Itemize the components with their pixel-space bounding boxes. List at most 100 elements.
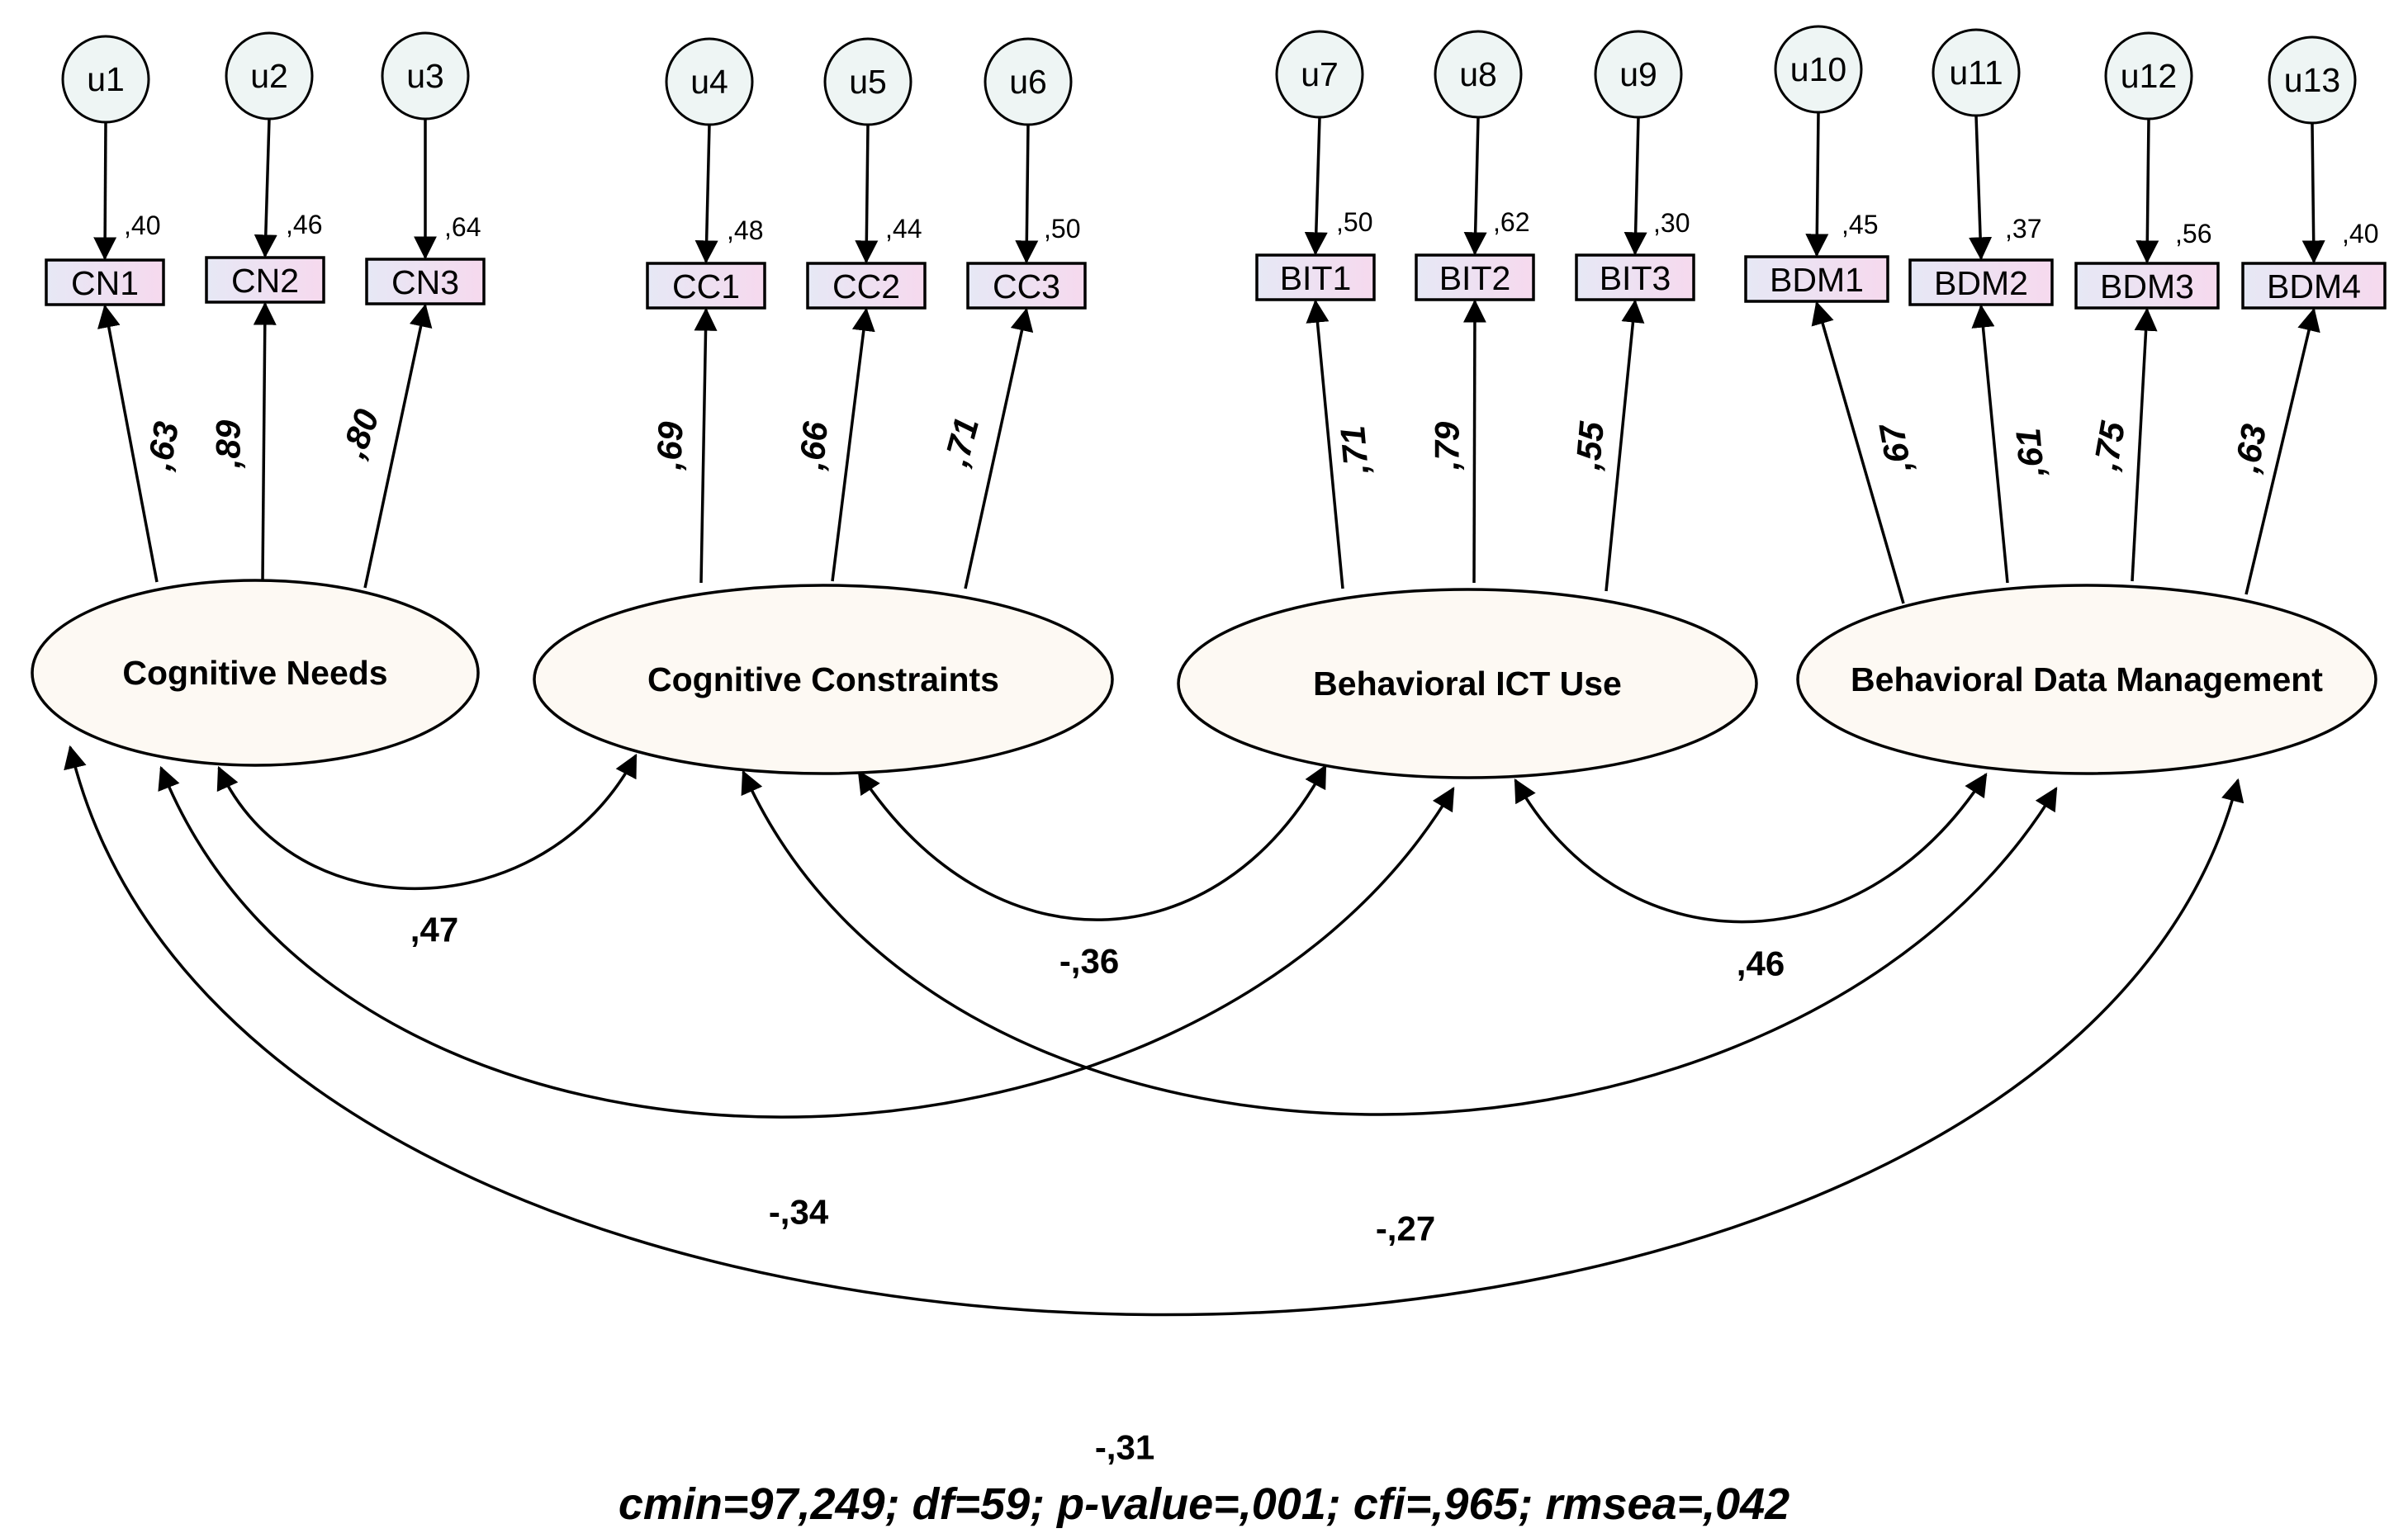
corr-arc-bit-bdm bbox=[1514, 773, 1988, 924]
indicator-box bbox=[1575, 253, 1695, 301]
loading-path bbox=[964, 307, 1034, 589]
indicator-box bbox=[1415, 253, 1535, 301]
corr-arc-cc-bit bbox=[857, 764, 1327, 921]
indicator-box bbox=[2074, 262, 2220, 310]
error-circle bbox=[984, 37, 1073, 126]
loading-path bbox=[1605, 299, 1645, 592]
error-label: u6 bbox=[1009, 63, 1047, 101]
error-label: u10 bbox=[1790, 50, 1846, 88]
r-squared-label: ,64 bbox=[444, 212, 481, 242]
error-circle bbox=[1275, 30, 1364, 119]
correlation-label: -,34 bbox=[769, 1193, 829, 1232]
indicator-box bbox=[646, 262, 766, 310]
error-arrow bbox=[93, 121, 117, 261]
latent-cognitive-constraints bbox=[533, 584, 1114, 775]
indicator-label: CN1 bbox=[71, 264, 139, 302]
loading-label: ,61 bbox=[2008, 427, 2051, 479]
loading-path bbox=[1306, 299, 1344, 589]
error-arrow bbox=[1969, 115, 1993, 261]
indicator-box bbox=[1908, 258, 2054, 306]
indicator-box bbox=[205, 256, 325, 304]
latent-label: Behavioral Data Management bbox=[1851, 660, 2323, 698]
latent-behavioral-ict-use bbox=[1177, 588, 1758, 779]
loading-path bbox=[831, 307, 875, 582]
indicator-box bbox=[1255, 253, 1376, 301]
error-circle bbox=[2104, 31, 2193, 121]
loading-path bbox=[1462, 299, 1486, 584]
error-arrow bbox=[1463, 116, 1487, 256]
r-squared-label: ,56 bbox=[2175, 219, 2211, 248]
loading-path bbox=[363, 303, 433, 589]
r-squared-label: ,50 bbox=[1044, 214, 1080, 244]
r-squared-label: ,45 bbox=[1842, 210, 1878, 239]
latent-variables: Cognitive Needs Cognitive Constraints Beha… bbox=[31, 579, 2377, 779]
r-squared-label: ,50 bbox=[1336, 207, 1372, 237]
error-circle bbox=[1774, 25, 1863, 114]
error-label: u8 bbox=[1459, 55, 1497, 93]
latent-label: Behavioral ICT Use bbox=[1313, 665, 1622, 703]
loading-label: ,63 bbox=[2227, 421, 2274, 476]
correlation-arcs bbox=[64, 745, 2244, 1317]
loading-labels: ,63,89,80,69,66,71,71,79,55,67,61,75,63 bbox=[140, 405, 2274, 480]
r-squared-label: ,30 bbox=[1653, 208, 1690, 238]
loading-label: ,79 bbox=[1428, 421, 1467, 471]
r-squared-label: ,44 bbox=[885, 214, 922, 244]
error-arrow bbox=[1805, 111, 1829, 258]
correlation-label: ,46 bbox=[1737, 944, 1785, 983]
loading-label: ,71 bbox=[936, 414, 986, 471]
r-squared-label: ,40 bbox=[124, 211, 160, 240]
correlation-label: -,36 bbox=[1059, 942, 1119, 981]
indicator-label: CN3 bbox=[391, 263, 459, 301]
error-label: u7 bbox=[1301, 55, 1339, 93]
indicator-label: BDM4 bbox=[2267, 267, 2361, 305]
error-label: u9 bbox=[1619, 55, 1657, 93]
error-circle bbox=[1594, 30, 1683, 119]
error-circle bbox=[1932, 28, 2021, 117]
error-circle bbox=[665, 37, 754, 126]
latent-label: Cognitive Constraints bbox=[647, 660, 999, 698]
indicator-label: CN2 bbox=[231, 262, 299, 300]
corr-arc-cc-bdm bbox=[741, 769, 2058, 1116]
error-circle bbox=[225, 31, 314, 121]
loading-label: ,55 bbox=[1568, 419, 1611, 472]
loading-path bbox=[253, 301, 277, 581]
r-squared-label: ,40 bbox=[2342, 219, 2378, 248]
r-squared-label: ,37 bbox=[2005, 214, 2041, 244]
error-arrow bbox=[694, 124, 718, 264]
error-circle bbox=[381, 31, 470, 121]
indicator-label: BIT3 bbox=[1600, 259, 1671, 297]
error-circle bbox=[2268, 35, 2357, 125]
indicator-box bbox=[1744, 255, 1889, 303]
error-arrow bbox=[1015, 124, 1039, 264]
indicator-box bbox=[2241, 262, 2387, 310]
loading-path bbox=[1811, 301, 1905, 604]
indicator-label: CC1 bbox=[672, 267, 740, 305]
r-squared-label: ,46 bbox=[286, 210, 322, 239]
loading-path bbox=[694, 307, 718, 584]
indicator-label: BDM3 bbox=[2100, 267, 2194, 305]
correlation-label: ,47 bbox=[410, 911, 458, 949]
r-squared-label: ,48 bbox=[727, 215, 763, 245]
error-arrow bbox=[1624, 116, 1647, 256]
latent-cognitive-needs bbox=[31, 579, 480, 767]
error-arrow bbox=[1304, 116, 1328, 256]
error-label: u3 bbox=[406, 57, 444, 95]
error-arrow bbox=[254, 118, 277, 258]
error-label: u5 bbox=[849, 63, 887, 101]
error-circle bbox=[61, 35, 150, 124]
loading-path bbox=[97, 304, 159, 583]
fit-summary: cmin=97,249; df=59; p-value=,001; cfi=,9… bbox=[619, 1479, 1789, 1529]
latent-behavioral-data-management bbox=[1796, 584, 2377, 775]
loading-label: ,89 bbox=[209, 419, 248, 469]
loading-path bbox=[2244, 307, 2320, 595]
error-label: u2 bbox=[250, 57, 288, 95]
loading-paths bbox=[97, 299, 2320, 604]
indicators: CN1,40CN2,46CN3,64CC1,48CC2,44CC3,50BIT1… bbox=[45, 207, 2387, 310]
indicator-box bbox=[365, 258, 486, 305]
correlation-label: -,27 bbox=[1376, 1209, 1435, 1248]
indicator-box bbox=[45, 258, 165, 306]
indicator-box bbox=[966, 262, 1087, 310]
correlation-labels: ,47-,36,46-,34-,27-,31 bbox=[410, 911, 1785, 1467]
latent-label: Cognitive Needs bbox=[122, 654, 387, 692]
